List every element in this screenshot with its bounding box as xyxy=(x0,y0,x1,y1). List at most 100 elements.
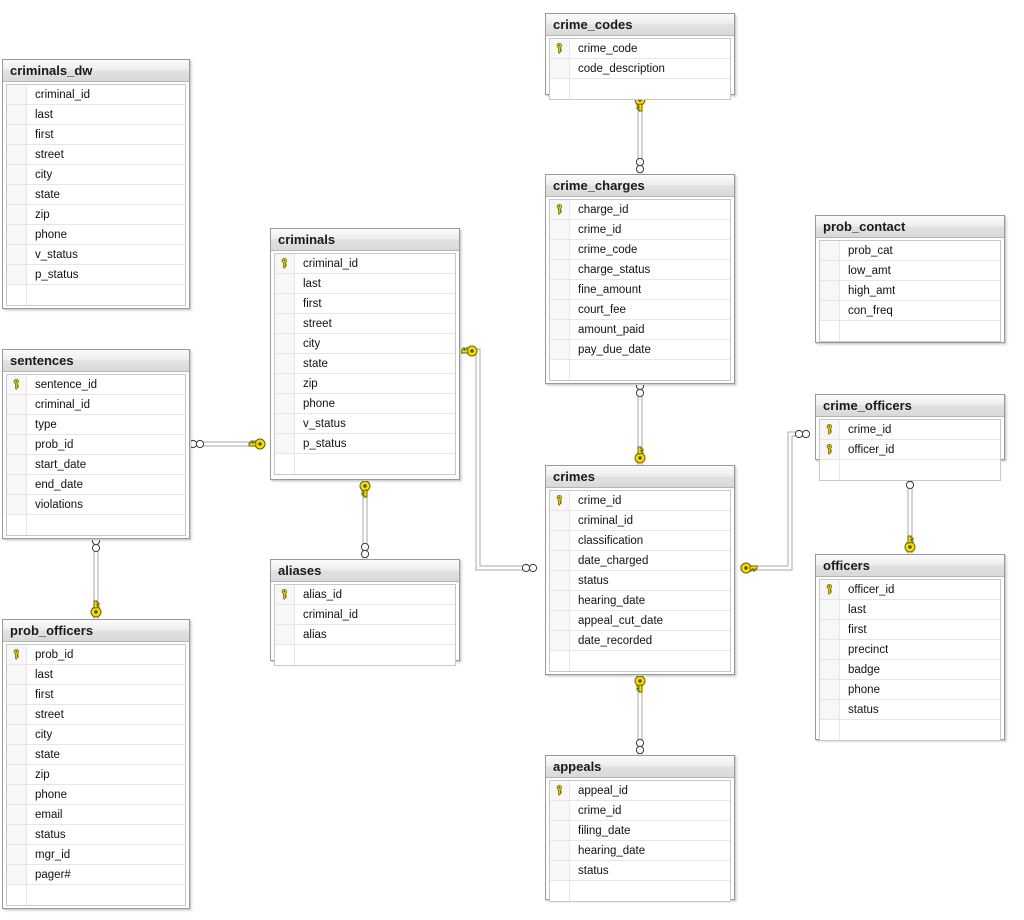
field-row[interactable]: appeal_id xyxy=(550,781,730,801)
field-row[interactable]: sentence_id xyxy=(7,375,185,395)
field-row[interactable]: p_status xyxy=(275,434,455,454)
field-row[interactable]: code_description xyxy=(550,59,730,79)
field-row[interactable]: charge_status xyxy=(550,260,730,280)
field-row[interactable]: criminal_id xyxy=(550,511,730,531)
field-row[interactable]: crime_id xyxy=(550,801,730,821)
field-row[interactable]: alias xyxy=(275,625,455,645)
field-row[interactable]: high_amt xyxy=(820,281,1000,301)
field-row[interactable]: criminal_id xyxy=(275,605,455,625)
field-row[interactable]: phone xyxy=(820,680,1000,700)
field-row[interactable]: city xyxy=(7,165,185,185)
field-gutter xyxy=(550,611,570,630)
field-row[interactable]: precinct xyxy=(820,640,1000,660)
field-row[interactable]: zip xyxy=(7,205,185,225)
field-row[interactable]: phone xyxy=(7,785,185,805)
field-row[interactable]: street xyxy=(275,314,455,334)
field-row[interactable]: status xyxy=(550,861,730,881)
field-row[interactable]: status xyxy=(820,700,1000,720)
field-row[interactable]: crime_code xyxy=(550,39,730,59)
field-row[interactable]: last xyxy=(7,105,185,125)
field-row[interactable]: first xyxy=(820,620,1000,640)
field-row[interactable]: email xyxy=(7,805,185,825)
field-row[interactable]: crime_id xyxy=(550,220,730,240)
field-row[interactable]: date_charged xyxy=(550,551,730,571)
field-gutter xyxy=(7,515,27,535)
field-row[interactable]: prob_id xyxy=(7,645,185,665)
field-row[interactable]: mgr_id xyxy=(7,845,185,865)
field-row[interactable]: con_freq xyxy=(820,301,1000,321)
field-row[interactable]: v_status xyxy=(7,245,185,265)
field-row[interactable]: v_status xyxy=(275,414,455,434)
field-row[interactable]: amount_paid xyxy=(550,320,730,340)
field-gutter xyxy=(7,415,27,434)
field-row[interactable]: phone xyxy=(7,225,185,245)
field-row[interactable]: date_recorded xyxy=(550,631,730,651)
field-row[interactable]: crime_code xyxy=(550,240,730,260)
field-row[interactable]: street xyxy=(7,705,185,725)
field-row[interactable]: state xyxy=(275,354,455,374)
field-row[interactable]: prob_id xyxy=(7,435,185,455)
field-row[interactable]: officer_id xyxy=(820,580,1000,600)
field-gutter xyxy=(550,280,570,299)
field-row[interactable]: last xyxy=(7,665,185,685)
field-row[interactable]: first xyxy=(7,685,185,705)
field-row[interactable]: fine_amount xyxy=(550,280,730,300)
field-row[interactable]: phone xyxy=(275,394,455,414)
field-row[interactable]: criminal_id xyxy=(275,254,455,274)
field-row[interactable]: classification xyxy=(550,531,730,551)
endpoint-crowsfoot-sentences-right xyxy=(188,439,205,449)
field-name: p_status xyxy=(35,268,79,281)
field-row[interactable]: officer_id xyxy=(820,440,1000,460)
field-row[interactable]: status xyxy=(550,571,730,591)
field-row[interactable]: alias_id xyxy=(275,585,455,605)
field-row[interactable]: last xyxy=(275,274,455,294)
field-row[interactable]: hearing_date xyxy=(550,591,730,611)
field-row[interactable]: street xyxy=(7,145,185,165)
field-row[interactable]: court_fee xyxy=(550,300,730,320)
field-row[interactable]: status xyxy=(7,825,185,845)
field-row[interactable]: zip xyxy=(275,374,455,394)
field-row[interactable]: city xyxy=(7,725,185,745)
field-row[interactable]: badge xyxy=(820,660,1000,680)
field-row[interactable]: violations xyxy=(7,495,185,515)
field-row[interactable]: charge_id xyxy=(550,200,730,220)
field-row[interactable]: first xyxy=(275,294,455,314)
field-row[interactable]: low_amt xyxy=(820,261,1000,281)
field-row[interactable]: hearing_date xyxy=(550,841,730,861)
field-row[interactable]: state xyxy=(7,185,185,205)
field-row[interactable]: p_status xyxy=(7,265,185,285)
field-row[interactable]: appeal_cut_date xyxy=(550,611,730,631)
field-row[interactable]: filing_date xyxy=(550,821,730,841)
field-row[interactable]: city xyxy=(275,334,455,354)
field-row[interactable]: state xyxy=(7,745,185,765)
field-row[interactable]: crime_id xyxy=(550,491,730,511)
field-row[interactable]: criminal_id xyxy=(7,395,185,415)
field-row[interactable]: pager# xyxy=(7,865,185,885)
field-row[interactable]: type xyxy=(7,415,185,435)
field-row[interactable]: crime_id xyxy=(820,420,1000,440)
field-row[interactable]: prob_cat xyxy=(820,241,1000,261)
field-row[interactable]: criminal_id xyxy=(7,85,185,105)
field-row[interactable]: start_date xyxy=(7,455,185,475)
field-row[interactable]: first xyxy=(7,125,185,145)
field-row[interactable]: zip xyxy=(7,765,185,785)
field-row[interactable]: end_date xyxy=(7,475,185,495)
field-row[interactable]: pay_due_date xyxy=(550,340,730,360)
field-row[interactable]: last xyxy=(820,600,1000,620)
field-name: phone xyxy=(35,228,67,241)
